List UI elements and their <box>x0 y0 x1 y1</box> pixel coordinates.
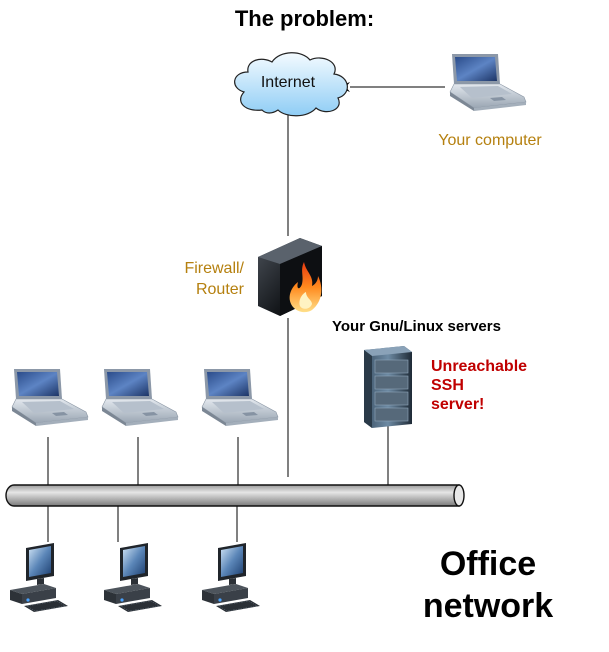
laptop-icon <box>449 53 527 112</box>
office-label-line2: network <box>422 587 554 625</box>
lan-bus-pipe <box>5 484 465 507</box>
desktop-computer-icon <box>103 542 163 613</box>
ssh-warning-line1: Unreachable <box>431 358 528 375</box>
firewall-label-line2: Router <box>195 281 244 298</box>
laptop-icon <box>11 368 89 427</box>
laptop-icon <box>101 368 179 427</box>
desktop-computer-icon <box>9 542 69 613</box>
diagram-title: The problem: <box>234 6 375 31</box>
desktop-computer-icon <box>201 542 261 613</box>
cloud-icon <box>234 52 348 117</box>
ssh-warning-line3: server! <box>431 396 485 413</box>
your-computer-label: Your computer <box>438 132 542 149</box>
server-rack-icon <box>364 346 412 428</box>
firewall-label-line1: Firewall/ <box>184 260 244 277</box>
firewall-label: Firewall/ Router <box>150 258 244 300</box>
internet-label: Internet <box>260 74 316 91</box>
ssh-warning-label: Unreachable SSH server! <box>431 357 527 414</box>
laptop-icon <box>201 368 279 427</box>
servers-heading: Your Gnu/Linux servers <box>332 318 501 335</box>
ssh-warning-line2: SSH <box>431 377 464 394</box>
office-network-label: Office network <box>408 543 568 627</box>
office-label-line1: Office <box>439 545 537 583</box>
firewall-icon <box>258 238 322 316</box>
